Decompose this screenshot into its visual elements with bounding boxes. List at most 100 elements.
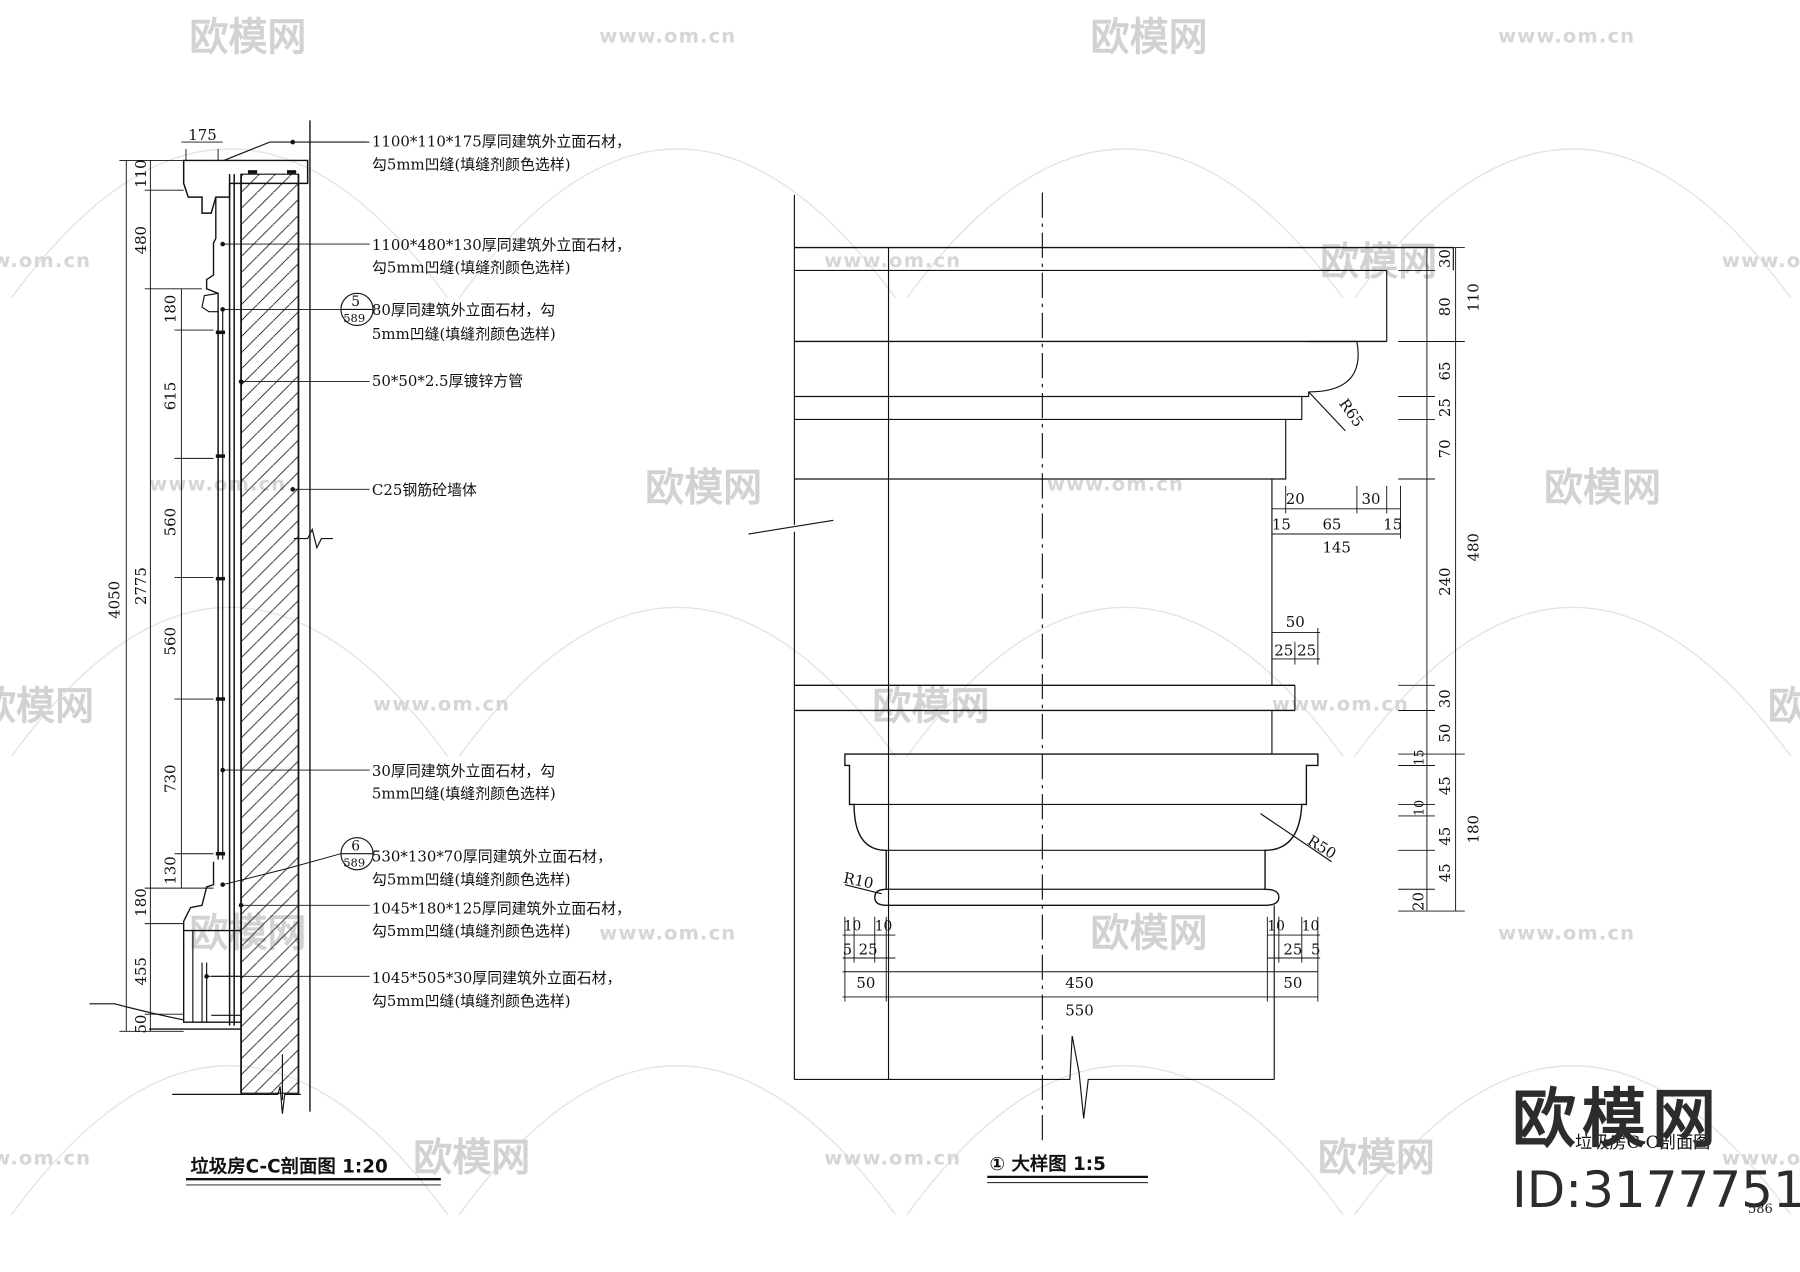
callout-bubble: 5 589 — [340, 292, 374, 327]
dim-chain-inner: 45 — [1436, 776, 1454, 795]
watermark-logo: 欧模网 — [1544, 466, 1661, 511]
column-detail-drawing — [748, 192, 1465, 1146]
dim-chain-inner: 20 — [1409, 892, 1427, 911]
watermark-logo: 欧模网 — [0, 685, 94, 730]
section-cc-drawing — [89, 120, 368, 1114]
dim-top: 175 — [188, 126, 216, 144]
dimension-chains-right — [842, 247, 1465, 1002]
dim-horizontal: 65 — [1322, 515, 1341, 533]
material-notes: 1100*110*175厚同建筑外立面石材， 勾5mm凹缝(填缝剂颜色选样) 1… — [372, 133, 631, 1010]
radius-label: R10 — [842, 869, 875, 893]
dim-horizontal: 10 — [1267, 919, 1285, 935]
dim-horizontal: 50 — [856, 974, 875, 992]
dim-horizontal: 145 — [1322, 538, 1350, 556]
dim-chain-inner: 45 — [1436, 863, 1454, 882]
frieze-stone — [205, 197, 219, 310]
dim-chain-inner: 65 — [1436, 362, 1454, 381]
dim-chain-mid: 480 — [132, 226, 150, 254]
watermark-url: www.om.cn — [824, 1146, 961, 1169]
watermark-url: www.om.cn — [1722, 249, 1800, 272]
dim-horizontal: 25 — [1283, 941, 1302, 959]
note-line: 勾5mm凹缝(填缝剂颜色选样) — [372, 259, 571, 277]
dim-horizontal: 25 — [1274, 641, 1293, 659]
watermark-logo: 欧模网 — [1318, 1136, 1435, 1181]
dim-chain-inner: 10 — [1411, 800, 1426, 816]
dim-chain-outer: 180 — [1465, 815, 1483, 843]
note-line: 5mm凹缝(填缝剂颜色选样) — [372, 785, 556, 803]
detail-dim-texts: 30 80 65 25 70 240 30 50 15 45 10 45 45 … — [842, 249, 1483, 1019]
svg-text:5: 5 — [351, 294, 360, 310]
brand-logo: 欧模网 — [1512, 1083, 1722, 1157]
dim-chain-inner: 30 — [1436, 689, 1454, 708]
dim-chain-outer: 480 — [1465, 533, 1483, 561]
dim-chain-mid: 180 — [132, 888, 150, 916]
note-line: 勾5mm凹缝(填缝剂颜色选样) — [372, 156, 571, 174]
detail-title: ① 大样图 1:5 — [990, 1153, 1106, 1175]
dim-chain-inner: 130 — [162, 856, 180, 884]
dim-chain-mid: 2775 — [132, 567, 150, 605]
break-mark — [270, 1086, 301, 1114]
svg-text:589: 589 — [343, 311, 365, 325]
dim-chain-inner: 15 — [1411, 749, 1426, 765]
watermark-logo: 欧模网 — [1768, 685, 1800, 730]
band-molding — [201, 292, 219, 313]
dim-horizontal: 50 — [1283, 974, 1302, 992]
break-mark — [794, 1035, 1275, 1119]
note-line: 50*50*2.5厚镀锌方管 — [372, 372, 523, 390]
watermark-url: www.om.cn — [599, 922, 736, 945]
note-line: 30厚同建筑外立面石材，勾 — [372, 762, 555, 780]
dim-chain-inner: 70 — [1436, 439, 1454, 458]
dim-horizontal: 15 — [1272, 515, 1291, 533]
note-line: 530*130*70厚同建筑外立面石材， — [372, 848, 612, 866]
dim-overall: 4050 — [105, 581, 123, 619]
watermark-url: www.om.cn — [0, 249, 91, 272]
dim-chain-inner: 25 — [1436, 398, 1454, 417]
section-title: 垃圾房C-C剖面图 1:20 — [191, 1155, 388, 1177]
dim-chain-mid: 455 — [132, 957, 150, 985]
dim-horizontal: 10 — [844, 919, 862, 935]
dim-horizontal: 25 — [1297, 641, 1316, 659]
dim-chain-inner: 730 — [162, 765, 180, 793]
watermark-url: www.om.cn — [599, 24, 736, 47]
dim-chain-mid: 50 — [132, 1015, 150, 1034]
watermark-url: www.om.cn — [1272, 693, 1409, 716]
dim-chain-mid: 110 — [132, 160, 150, 188]
note-line: 1100*110*175厚同建筑外立面石材， — [372, 133, 631, 151]
dim-chain-inner: 80 — [1436, 297, 1454, 316]
dim-chain-inner: 615 — [162, 382, 180, 410]
dim-horizontal: 5 — [1311, 941, 1320, 959]
dim-chain-outer: 110 — [1465, 283, 1483, 311]
note-line: 1100*480*130厚同建筑外立面石材， — [372, 236, 631, 254]
watermark-logo: 欧模网 — [645, 466, 762, 511]
dim-horizontal: 10 — [1302, 919, 1320, 935]
note-line: 勾5mm凹缝(填缝剂颜色选样) — [372, 922, 571, 940]
dim-chain-inner: 30 — [1436, 249, 1454, 268]
note-line: 勾5mm凹缝(填缝剂颜色选样) — [372, 992, 571, 1010]
watermark-url: www.om.cn — [0, 1146, 91, 1169]
dim-horizontal: 15 — [1383, 515, 1402, 533]
note-line: C25钢筋砼墙体 — [372, 481, 477, 499]
dim-horizontal: 450 — [1065, 974, 1093, 992]
dim-horizontal: 20 — [1286, 490, 1305, 508]
watermark-url: www.om.cn — [373, 693, 510, 716]
dim-horizontal: 25 — [859, 941, 878, 959]
watermark-url: www.om.cn — [1047, 472, 1184, 495]
dim-chain-inner: 45 — [1436, 827, 1454, 846]
dim-horizontal: 10 — [875, 919, 893, 935]
callout-bubble: 6 589 — [340, 837, 374, 871]
concrete-wall — [240, 173, 300, 1094]
break-mark — [293, 527, 333, 550]
dim-horizontal: 50 — [1286, 613, 1305, 631]
watermark-logo: 欧模网 — [1091, 15, 1208, 60]
note-line: 1045*505*30厚同建筑外立面石材， — [372, 969, 622, 987]
watermark-logo: 欧模网 — [413, 1136, 530, 1181]
watermark-url: www.om.cn — [1498, 24, 1635, 47]
dim-horizontal: 5 — [843, 941, 852, 959]
watermark-url: www.om.cn — [1498, 922, 1635, 945]
break-mark — [748, 519, 834, 535]
radius-label: R50 — [1304, 832, 1339, 863]
dimension-chains-left — [119, 141, 223, 1032]
watermark-urls: www.om.cn www.om.cn www.om.cn www.om.cn … — [0, 24, 1800, 1169]
sheet-label-faint: 垃圾房C-C剖面图 — [1575, 1133, 1710, 1153]
